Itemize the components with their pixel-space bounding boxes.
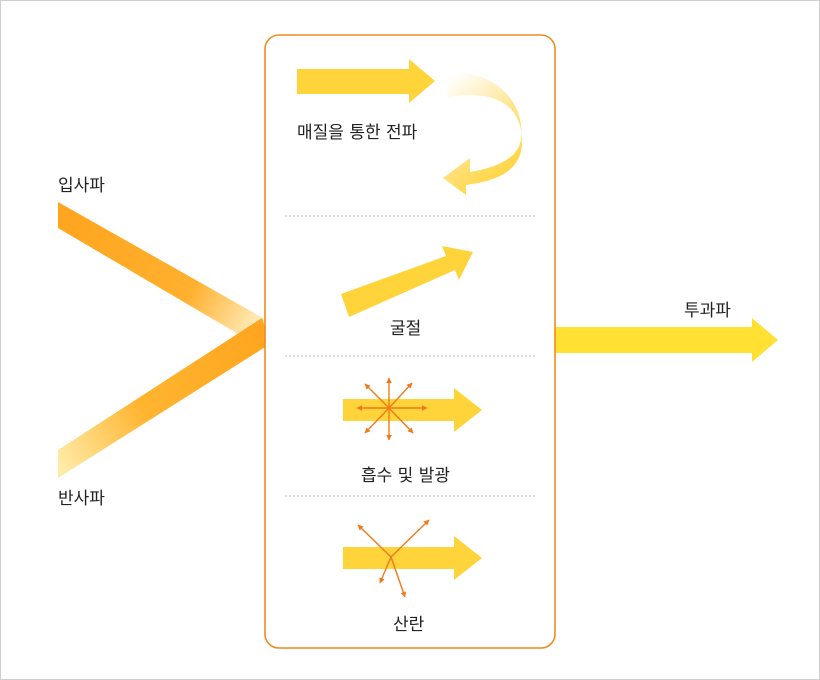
incident-label: 입사파 xyxy=(58,176,105,196)
reflected-label: 반사파 xyxy=(58,489,105,509)
refraction-arrow xyxy=(341,246,473,317)
transmitted-label: 투과파 xyxy=(684,301,731,321)
propagation-curl xyxy=(443,71,522,195)
transmitted-arrow xyxy=(555,318,778,362)
incident-beam xyxy=(58,202,270,348)
scattering-label: 산란 xyxy=(393,615,425,635)
medium-box xyxy=(264,34,556,649)
emission-rays xyxy=(356,377,428,441)
scattering-rays xyxy=(357,519,430,598)
propagation-arrow xyxy=(297,59,435,103)
reflected-beam xyxy=(58,318,270,478)
propagation-label: 매질을 통한 전파 xyxy=(297,123,418,143)
refraction-label: 굴절 xyxy=(390,319,422,339)
absorption-label: 흡수 및 발광 xyxy=(361,466,451,486)
absorption-arrow xyxy=(343,388,482,432)
scattering-arrow xyxy=(343,536,482,580)
